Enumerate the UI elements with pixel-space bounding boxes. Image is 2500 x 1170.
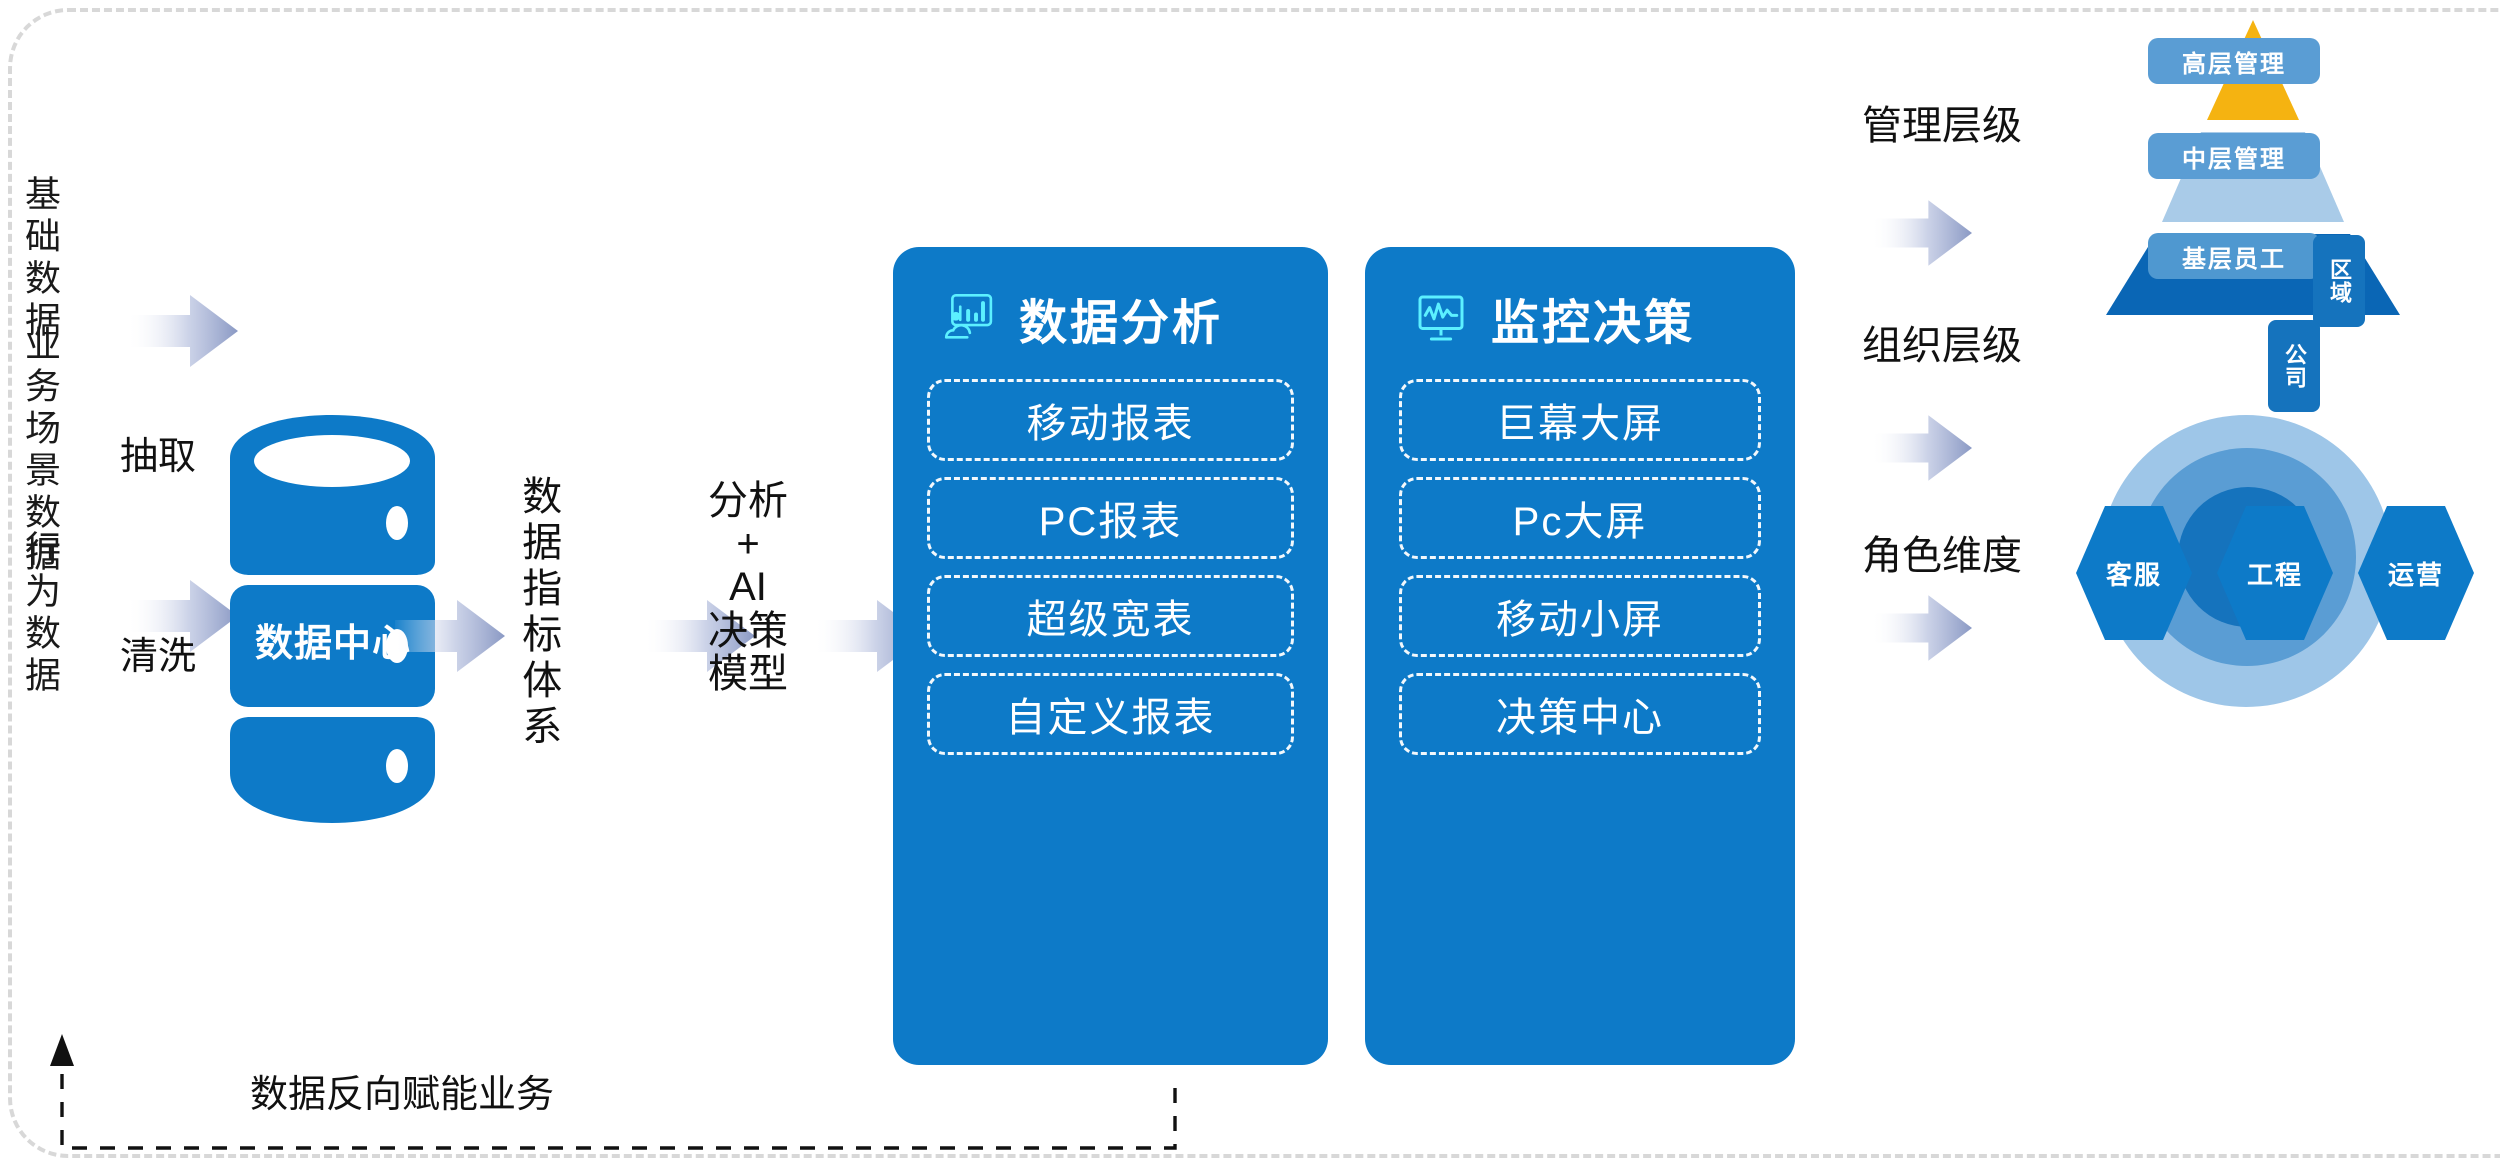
card-item[interactable]: 决策中心	[1399, 673, 1761, 755]
card-data-analysis[interactable]: 数据分析 移动报表 PC报表 超级宽表 自定义报表	[893, 247, 1328, 1065]
card-title: 数据分析	[1019, 297, 1224, 350]
label-clean: 清洗	[120, 636, 197, 678]
card-item[interactable]: 移动报表	[927, 379, 1294, 461]
card-item-list: 移动报表 PC报表 超级宽表 自定义报表	[927, 379, 1294, 755]
output-label-role-dimension: 角色维度	[1862, 534, 2022, 578]
chart-cloud-icon	[944, 293, 993, 339]
source-label-basic-data: 基础数据	[20, 175, 61, 343]
label-analysis-ai-model: 分析 + AI 决策 模型	[708, 479, 788, 696]
pyramid-level-middle[interactable]: 中层管理	[2148, 133, 2320, 179]
pyramid-level-top[interactable]: 高层管理	[2148, 38, 2320, 84]
arrow-to-management-icon	[1872, 200, 1972, 266]
label-extract: 抽取	[120, 436, 197, 478]
card-item[interactable]: 超级宽表	[927, 575, 1294, 657]
arrow-clean-icon	[128, 580, 238, 652]
card-monitor-decision[interactable]: 监控决策 巨幕大屏 Pc大屏 移动小屏 决策中心	[1365, 247, 1795, 1065]
feedback-loop-arrow	[50, 1034, 1177, 1150]
source-label-behavior-data: 行为数据	[20, 530, 61, 698]
card-header: 监控决策	[1399, 275, 1761, 361]
pyramid-level-bottom[interactable]: 基层员工	[2148, 233, 2320, 279]
arrow-to-metrics-icon	[395, 600, 505, 672]
output-label-organisation-level: 组织层级	[1862, 324, 2022, 368]
arrow-to-organisation-icon	[1872, 415, 1972, 481]
monitor-waveform-icon	[1418, 295, 1464, 341]
label-metrics-system: 数据指标体系	[516, 475, 561, 751]
card-header: 数据分析	[927, 275, 1294, 361]
data-center-label: 数据中心	[254, 623, 411, 665]
card-item[interactable]: PC报表	[927, 477, 1294, 559]
card-item[interactable]: 巨幕大屏	[1399, 379, 1761, 461]
card-item[interactable]: 移动小屏	[1399, 575, 1761, 657]
card-item[interactable]: 自定义报表	[927, 673, 1294, 755]
card-title: 监控决策	[1491, 297, 1696, 350]
card-item-list: 巨幕大屏 Pc大屏 移动小屏 决策中心	[1399, 379, 1761, 755]
arrow-extract-icon	[128, 295, 238, 367]
source-label-business-scene-data: 业务场景数据	[20, 325, 61, 577]
feedback-label: 数据反向赋能业务	[250, 1074, 555, 1116]
output-label-management-level: 管理层级	[1862, 104, 2022, 148]
arrow-to-roles-icon	[1872, 595, 1972, 661]
data-center-database-icon	[230, 415, 435, 823]
card-item[interactable]: Pc大屏	[1399, 477, 1761, 559]
org-chip-region[interactable]: 区域	[2313, 235, 2365, 327]
org-chip-company[interactable]: 公司	[2268, 320, 2320, 412]
arrow-to-model-icon	[645, 600, 755, 672]
